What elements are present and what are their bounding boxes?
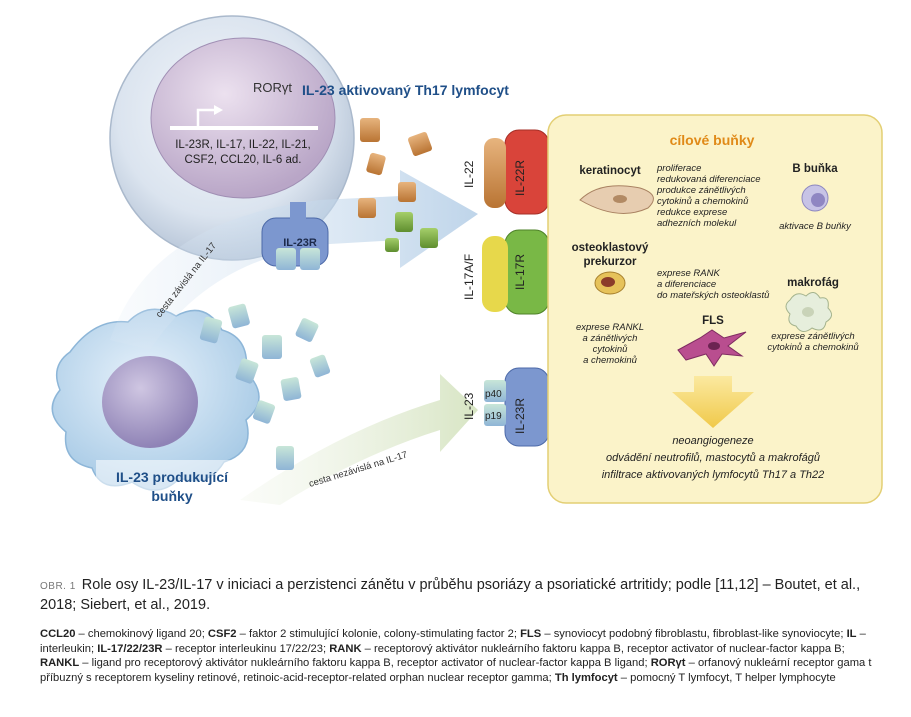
legend-def-th: pomocný T lymfocyt, T helper lymphocyte	[630, 671, 836, 684]
keratinocyte-icon	[579, 185, 654, 214]
il22-receptor-label: IL-22R	[513, 160, 527, 196]
legend-term-il: IL	[846, 628, 857, 640]
keratinocyte-name: keratinocyt	[579, 165, 641, 177]
il17-ligand-label: IL-17A/F	[462, 254, 476, 300]
abbreviation-legend: CCL20 – chemokinový ligand 20; CSF2 – fa…	[40, 628, 872, 684]
transcription-arrow-icon	[170, 105, 318, 130]
producing-cell-label-2: buňky	[151, 488, 192, 504]
legend-def-ccl20: chemokinový ligand 20;	[87, 628, 205, 640]
legend-def-rankl: ligand pro receptorový aktivátor nukleár…	[91, 657, 648, 669]
il23r-on-th17	[261, 202, 329, 270]
keratinocyte-effect-4: cytokinů a chemokinů	[657, 196, 749, 207]
il17-independent-path-arrow	[240, 374, 478, 505]
legend-def-roryt: orfanový nukleární receptor gama t příbu…	[40, 657, 872, 684]
legend-def-rank: receptorový aktivátor nukleárního faktor…	[374, 642, 845, 655]
p19-label: p19	[485, 411, 502, 422]
legend-term-fls: FLS	[520, 628, 542, 640]
macrophage-icon	[785, 292, 832, 332]
osteoclast-name-2: prekurzor	[583, 256, 637, 268]
keratinocyte-effect-1: proliferace	[656, 163, 701, 174]
fls-effect-3: cytokinů	[593, 344, 629, 355]
bcell-effect: aktivace B buňky	[779, 221, 852, 232]
keratinocyte-effect-3: produkce zánětlivých	[656, 185, 746, 196]
il23r-th17-label: IL-23R	[283, 237, 317, 249]
macrophage-effect-2: cytokinů a chemokinů	[767, 342, 859, 353]
legend-term-csf2: CSF2	[207, 628, 237, 640]
gene-line-2: CSF2, CCL20, IL-6 ad.	[185, 154, 302, 166]
down-arrow-icon	[672, 376, 754, 428]
outcome-2: odvádění neutrofilů, mastocytů a makrofá…	[606, 452, 820, 464]
legend-def-il: interleukin;	[40, 642, 95, 655]
osteoclast-effect-3: do mateřských osteoklastů	[657, 290, 770, 301]
keratinocyte-effects: proliferace redukovaná diferenciace prod…	[656, 163, 761, 229]
il23-il17-axis-diagram: RORγt IL-23R, IL-17, IL-22, IL-21, CSF2,…	[51, 15, 883, 512]
legend-def-csf2: faktor 2 stimulující kolonie, colony-sti…	[248, 628, 517, 640]
keratinocyte-effect-2: redukovaná diferenciace	[657, 174, 761, 185]
fls-icon	[677, 329, 747, 367]
il22-ligand-label: IL-22	[462, 160, 476, 188]
legend-term-rank: RANK	[329, 642, 362, 655]
osteoclast-name-1: osteoklastový	[572, 242, 649, 254]
p40-label: p40	[485, 389, 502, 400]
producing-cell-label-bg	[96, 460, 246, 512]
secreted-cytokines-th17	[358, 118, 438, 252]
osteoclast-effect-2: a diferenciace	[657, 279, 716, 290]
legend-def-il-receptor: receptor interleukinu 17/22/23;	[174, 642, 327, 655]
legend-term-roryt: RORγt	[650, 657, 686, 669]
legend-term-rankl: RANKL	[40, 657, 80, 669]
osteoclast-icon	[594, 271, 626, 295]
gene-line-1: IL-23R, IL-17, IL-22, IL-21,	[175, 139, 311, 151]
legend-term-il-receptor: IL-17/22/23R	[97, 642, 163, 655]
outcome-3: infiltrace aktivovaných lymfocytů Th17 a…	[602, 469, 825, 481]
osteoclast-effects: exprese RANK a diferenciace do mateřskýc…	[657, 268, 770, 301]
il17-dependent-path-arrow	[110, 170, 478, 350]
il17-receptor-label: IL-17R	[513, 254, 527, 290]
keratinocyte-effect-5: redukce exprese	[657, 207, 727, 218]
fls-effect-1: exprese RANKL	[576, 322, 644, 333]
bcell-name: B buňka	[792, 163, 838, 175]
target-cells-title: cílové buňky	[670, 132, 755, 148]
fls-effect-4: a chemokinů	[583, 355, 638, 366]
macrophage-effect-1: exprese zánětlivých	[771, 331, 854, 342]
secreted-il23-cytokines	[199, 303, 331, 470]
caption-label: OBR. 1	[40, 581, 76, 592]
producing-cell-label-1: IL-23 produkující	[116, 469, 229, 485]
caption-text: Role osy IL-23/IL-17 v iniciaci a perzis…	[40, 577, 861, 613]
outcome-1: neoangiogeneze	[672, 435, 753, 447]
keratinocyte-effect-6: adhezních molekul	[657, 218, 737, 229]
il23-receptor-label: IL-23R	[513, 398, 527, 434]
legend-term-ccl20: CCL20	[40, 628, 76, 640]
fls-effect-2: a zánětlivých	[583, 333, 638, 344]
th17-cell	[109, 15, 355, 261]
fls-effects: exprese RANKL a zánětlivých cytokinů a c…	[576, 322, 644, 366]
il23-ligand-label: IL-23	[462, 392, 476, 420]
fls-name: FLS	[702, 315, 724, 327]
th17-title: IL-23 aktivovaný Th17 lymfocyt	[302, 82, 509, 98]
roryt-label: RORγt	[253, 80, 292, 95]
macrophage-name: makrofág	[787, 277, 839, 289]
legend-def-fls: synoviocyt podobný fibroblastu, fibrobla…	[553, 628, 844, 640]
legend-term-th: Th lymfocyt	[554, 671, 618, 684]
osteoclast-effect-1: exprese RANK	[657, 268, 720, 279]
il17-receptor	[482, 229, 575, 315]
bcell-icon	[801, 184, 829, 212]
